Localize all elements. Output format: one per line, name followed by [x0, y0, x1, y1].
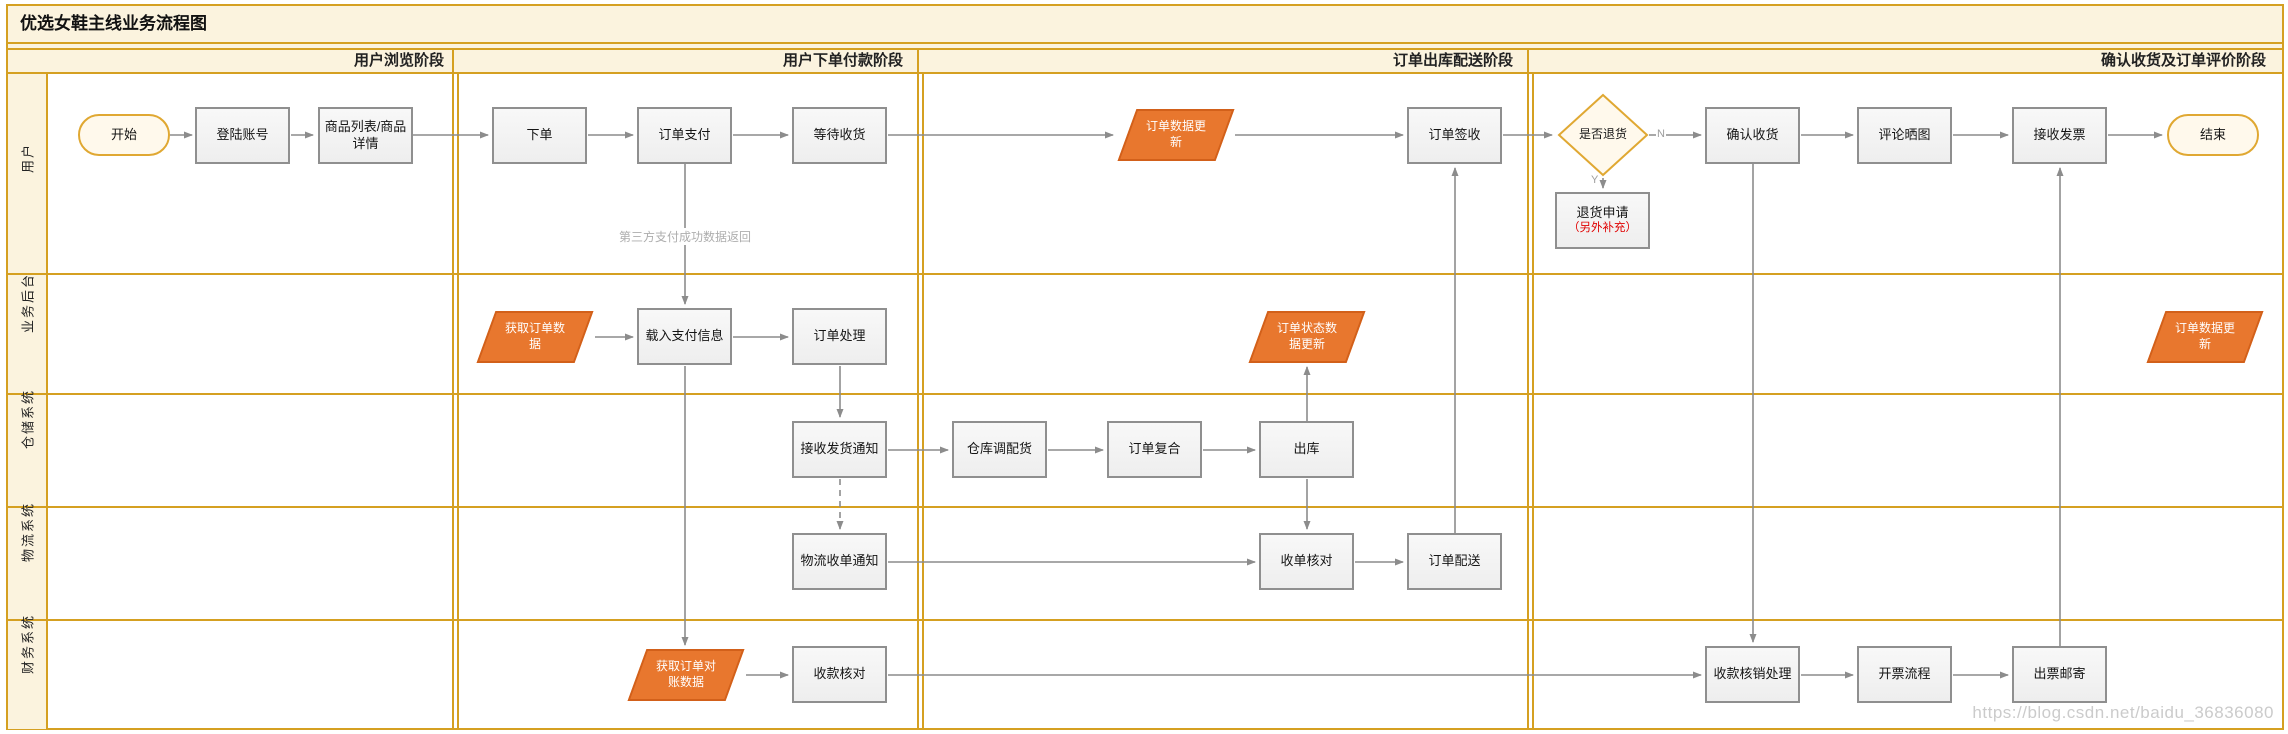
flow-node-login: 登陆账号	[195, 107, 290, 164]
phase-header-delivery: 订单出库配送阶段	[1392, 52, 1513, 69]
flow-node-receipt-check: 收单核对	[1259, 533, 1354, 590]
flow-node-load-payment: 载入支付信息	[637, 308, 732, 365]
flow-node-place-order: 下单	[492, 107, 587, 164]
edge-label-yes: Y	[1590, 174, 1600, 186]
flow-node-get-reconcile-data: 获取订单对账数据	[627, 649, 745, 701]
title-band: 优选女鞋主线业务流程图	[8, 6, 2282, 44]
phase-divider-2b	[922, 74, 924, 729]
flow-node-ticket-mail: 出票邮寄	[2012, 646, 2107, 703]
flow-node-order-delivery: 订单配送	[1407, 533, 1502, 590]
phase-divider-3	[1527, 48, 1529, 729]
flow-node-product-list: 商品列表/商品详情	[318, 107, 413, 164]
flow-node-start: 开始	[78, 114, 170, 156]
page-title: 优选女鞋主线业务流程图	[20, 14, 207, 33]
diagram-outer-border	[6, 4, 2284, 730]
flow-node-order-recheck: 订单复合	[1107, 421, 1202, 478]
lane-divider-4	[8, 619, 2282, 621]
flow-node-order-process: 订单处理	[792, 308, 887, 365]
phase-header-review: 确认收货及订单评价阶段	[2100, 52, 2266, 69]
flow-node-comment-photos: 评论晒图	[1857, 107, 1952, 164]
flow-node-wait-receive: 等待收货	[792, 107, 887, 164]
flow-node-end: 结束	[2167, 114, 2259, 156]
lane-divider-3	[8, 506, 2282, 508]
flow-node-payment-check: 收款核对	[792, 646, 887, 703]
flow-node-logistics-notice: 物流收单通知	[792, 533, 887, 590]
payment-callback-note: 第三方支付成功数据返回	[575, 228, 795, 245]
watermark: https://blog.csdn.net/baidu_36836080	[1972, 703, 2274, 722]
flow-node-order-status-update: 订单状态数据更新	[1248, 311, 1366, 363]
flow-node-receive-ship-notice: 接收发货通知	[792, 421, 887, 478]
edge-label-no: N	[1656, 128, 1666, 140]
flow-node-outbound: 出库	[1259, 421, 1354, 478]
phase-header-payment: 用户下单付款阶段	[782, 52, 903, 69]
flow-node-order-data-update-1: 订单数据更新	[1117, 109, 1235, 161]
phase-divider-3b	[1532, 74, 1534, 729]
phase-header-band	[8, 48, 2282, 74]
flow-node-payment-writeoff: 收款核销处理	[1705, 646, 1800, 703]
flow-node-order-pay: 订单支付	[637, 107, 732, 164]
flow-node-warehouse-allocate: 仓库调配货	[952, 421, 1047, 478]
flow-node-confirm-receive: 确认收货	[1705, 107, 1800, 164]
flow-node-return-decision: 是否退货	[1557, 93, 1649, 177]
diamond-shape	[1557, 93, 1649, 177]
phase-header-browse: 用户浏览阶段	[353, 52, 444, 69]
band-divider-strip	[8, 44, 2282, 48]
flow-node-receive-invoice: 接收发票	[2012, 107, 2107, 164]
flow-node-invoice-process: 开票流程	[1857, 646, 1952, 703]
flow-node-order-signoff: 订单签收	[1407, 107, 1502, 164]
lane-divider-2	[8, 393, 2282, 395]
flow-node-order-data-update-2: 订单数据更新	[2146, 311, 2264, 363]
flow-node-return-request: 退货申请 （另外补充）	[1555, 192, 1650, 249]
phase-divider-1	[452, 48, 454, 729]
flow-node-get-order-data: 获取订单数据	[476, 311, 594, 363]
phase-divider-2	[917, 48, 919, 729]
lane-divider-1	[8, 273, 2282, 275]
phase-divider-1b	[457, 74, 459, 729]
